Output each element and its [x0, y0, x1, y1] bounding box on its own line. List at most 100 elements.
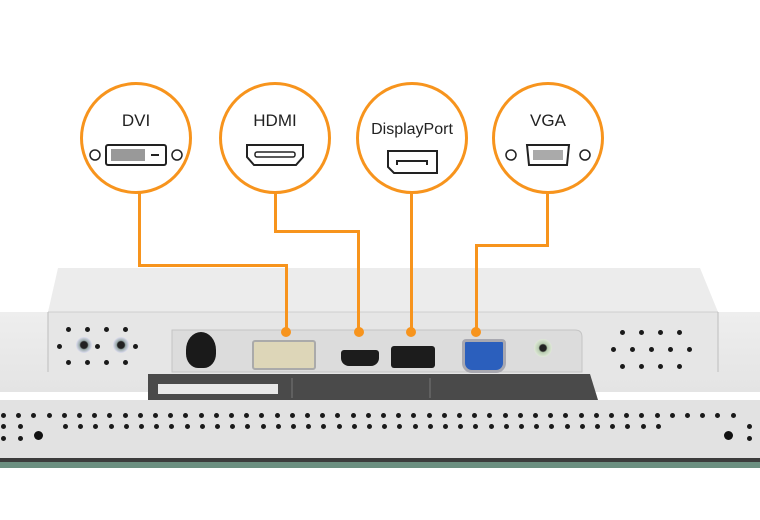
vent-hole [350, 413, 356, 418]
dvi-port[interactable] [252, 340, 316, 370]
vent-hole [564, 424, 570, 429]
power-jack[interactable] [186, 332, 216, 368]
vent-hole [351, 424, 357, 429]
vent-hole [730, 413, 736, 418]
vent-hole [77, 413, 82, 418]
vent-hole [274, 413, 280, 418]
vent-hole [78, 424, 84, 429]
port-marker-hdmi [354, 327, 364, 337]
vent-hole [611, 347, 616, 352]
displayport-port[interactable] [391, 346, 435, 368]
vent-hole [533, 413, 538, 418]
vent-hole [685, 413, 690, 418]
vent-hole [104, 327, 109, 332]
vent-hole [245, 424, 251, 429]
vent-hole [122, 413, 128, 418]
callout-hdmi: HDMI [219, 82, 331, 194]
vent-hole [1, 424, 6, 429]
vent-hole [441, 413, 447, 418]
vent-hole [677, 330, 682, 335]
vent-hole [169, 424, 175, 429]
vent-hole [123, 327, 128, 332]
vent-hole [578, 413, 584, 418]
vent-hole [502, 413, 508, 418]
vent-hole [63, 424, 68, 429]
leader-line-dvi [138, 192, 141, 266]
vent-hole [18, 436, 23, 441]
port-label-vga: VGA [530, 111, 566, 130]
vent-hole [427, 424, 433, 429]
vent-hole [18, 424, 23, 429]
vent-hole [61, 413, 67, 418]
port-label-dvi: DVI [121, 111, 151, 130]
vent-hole [639, 413, 645, 418]
vent-hole [426, 413, 432, 418]
audio-jack-left-2[interactable] [113, 337, 129, 353]
vent-hole [199, 424, 205, 429]
audio-jack-green[interactable] [534, 339, 552, 357]
hdmi-port[interactable] [341, 350, 379, 366]
vent-hole [230, 424, 236, 429]
vent-hole [563, 413, 569, 418]
vent-hole [625, 424, 631, 429]
vent-hole [609, 413, 614, 418]
vent-hole [306, 424, 312, 429]
vent-hole [139, 424, 144, 429]
vent-hole [487, 413, 493, 418]
port-label-hdmi: HDMI [253, 111, 297, 130]
vent-hole [335, 413, 341, 418]
vent-hole [630, 347, 635, 352]
vent-hole [624, 413, 630, 418]
vent-hole [396, 413, 402, 418]
vent-hole [365, 413, 371, 418]
vent-hole [548, 413, 554, 418]
vent-hole [57, 344, 62, 349]
port-marker-vga [471, 327, 481, 337]
vent-hole [133, 344, 138, 349]
vent-hole [715, 413, 721, 418]
vent-hole [66, 327, 71, 332]
vent-hole [443, 424, 448, 429]
callout-dvi: DVI [80, 82, 192, 194]
vent-hole [93, 424, 99, 429]
vga-port[interactable] [462, 339, 506, 373]
vent-hole [123, 424, 129, 429]
vent-hole [381, 413, 386, 418]
vent-hole [260, 424, 266, 429]
vent-hole [95, 344, 100, 349]
vent-hole [412, 424, 418, 429]
vent-hole [198, 413, 204, 418]
leader-line-hdmi [274, 230, 360, 233]
displayport-connector-icon [387, 150, 438, 174]
leader-line-vga [546, 192, 549, 246]
leader-line-dvi [285, 264, 288, 332]
vent-hole [640, 424, 646, 429]
vent-hole [519, 424, 524, 429]
vent-hole [336, 424, 342, 429]
vent-hole [85, 327, 90, 332]
vent-hole [85, 360, 90, 365]
vent-hole [669, 413, 675, 418]
vent-hole [595, 424, 600, 429]
vent-hole [620, 364, 625, 369]
vent-hole [458, 424, 464, 429]
vent-hole [31, 413, 37, 418]
vent-hole [639, 330, 644, 335]
vent-hole [610, 424, 616, 429]
vent-hole [244, 413, 250, 418]
vent-hole [154, 424, 160, 429]
vent-hole [153, 413, 158, 418]
audio-jack-left-1[interactable] [76, 337, 92, 353]
vent-hole [108, 424, 114, 429]
vent-hole [747, 436, 752, 441]
vent-hole [213, 413, 219, 418]
vent-hole [320, 413, 326, 418]
vent-hole [655, 424, 661, 429]
vent-hole [472, 413, 478, 418]
vent-hole [215, 424, 220, 429]
leader-line-hdmi [274, 192, 277, 232]
vent-hole [367, 424, 372, 429]
vent-hole [107, 413, 113, 418]
leader-line-hdmi [357, 230, 360, 332]
